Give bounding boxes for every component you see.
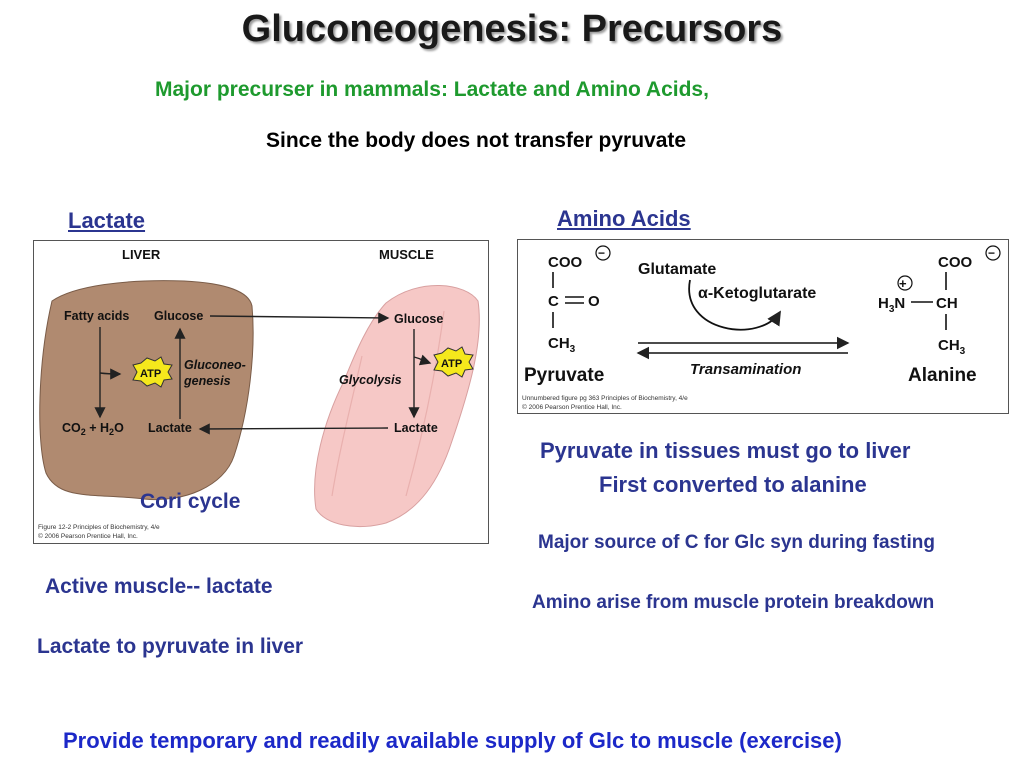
alanine-ch: CH [936, 295, 958, 312]
liver-shape [39, 280, 254, 501]
pyruvate-c: C [548, 293, 559, 310]
subtitle-pyruvate: Since the body does not transfer pyruvat… [266, 129, 687, 152]
glycolysis-label: Glycolysis [339, 373, 402, 387]
note-lactate-to-pyruvate: Lactate to pyruvate in liver [37, 635, 304, 658]
transamination-label: Transamination [690, 361, 801, 378]
liver-lactate-label: Lactate [148, 421, 192, 435]
pyruvate-label: Pyruvate [524, 365, 604, 386]
transamination-figure: COO − C O CH3 Pyruvate Glutamate α-Ketog… [517, 239, 1009, 414]
muscle-glucose-label: Glucose [394, 312, 443, 326]
amino-acids-heading: Amino Acids [557, 206, 691, 231]
cori-cycle-figure: LIVER MUSCLE Fatty acids Glucose Glucose… [33, 240, 489, 544]
alanine-h3n: H3N [878, 295, 905, 315]
alanine-coo: COO [938, 254, 973, 271]
transamination-caption-1: Unnumbered figure pg 363 Principles of B… [522, 395, 688, 402]
svg-text:−: − [988, 246, 995, 260]
svg-text:+: + [899, 276, 907, 291]
atp-star-muscle: ATP [433, 346, 474, 378]
co2-h2o-label: CO2 + H2O [62, 421, 124, 437]
subtitle-precursors: Major precurser in mammals: Lactate and … [155, 78, 709, 101]
cori-cycle-diagram: LIVER MUSCLE Fatty acids Glucose Glucose… [38, 247, 480, 540]
fatty-acids-label: Fatty acids [64, 309, 129, 323]
svg-text:ATP: ATP [140, 368, 161, 380]
liver-label: LIVER [122, 247, 161, 262]
footer-summary: Provide temporary and readily available … [63, 728, 842, 753]
transamination-diagram: COO − C O CH3 Pyruvate Glutamate α-Ketog… [522, 245, 1001, 411]
atp-star-liver: ATP [132, 356, 173, 388]
lactate-heading: Lactate [68, 208, 146, 233]
note-major-source-c: Major source of C for Glc syn during fas… [538, 532, 935, 553]
pyruvate-o: O [588, 293, 600, 310]
alanine-label: Alanine [908, 365, 977, 386]
alanine-ch3: CH3 [938, 337, 966, 357]
page-title: Gluconeogenesis: Precursors [241, 8, 783, 50]
glutamate-label: Glutamate [638, 261, 716, 278]
gluconeogenesis-label-1: Gluconeo- [184, 358, 246, 372]
svg-text:ATP: ATP [441, 358, 462, 370]
liver-glucose-label: Glucose [154, 309, 203, 323]
gluconeogenesis-label-2: genesis [183, 374, 231, 388]
pyruvate-ch3: CH3 [548, 335, 576, 355]
svg-text:−: − [598, 246, 605, 260]
note-active-muscle: Active muscle-- lactate [45, 575, 273, 598]
pyruvate-coo: COO [548, 254, 583, 271]
note-converted-to-alanine: First converted to alanine [599, 472, 867, 497]
cori-figure-caption-1: Figure 12-2 Principles of Biochemistry, … [38, 524, 160, 531]
muscle-label: MUSCLE [379, 247, 434, 262]
note-pyruvate-to-liver: Pyruvate in tissues must go to liver [540, 438, 911, 463]
ketoglutarate-label: α-Ketoglutarate [698, 285, 816, 302]
transamination-caption-2: © 2006 Pearson Prentice Hall, Inc. [522, 403, 622, 411]
cori-figure-caption-2: © 2006 Pearson Prentice Hall, Inc. [38, 532, 138, 540]
muscle-shape [314, 285, 480, 527]
note-muscle-protein-breakdown: Amino arise from muscle protein breakdow… [532, 592, 935, 613]
cori-cycle-label: Cori cycle [140, 490, 241, 513]
muscle-lactate-label: Lactate [394, 421, 438, 435]
